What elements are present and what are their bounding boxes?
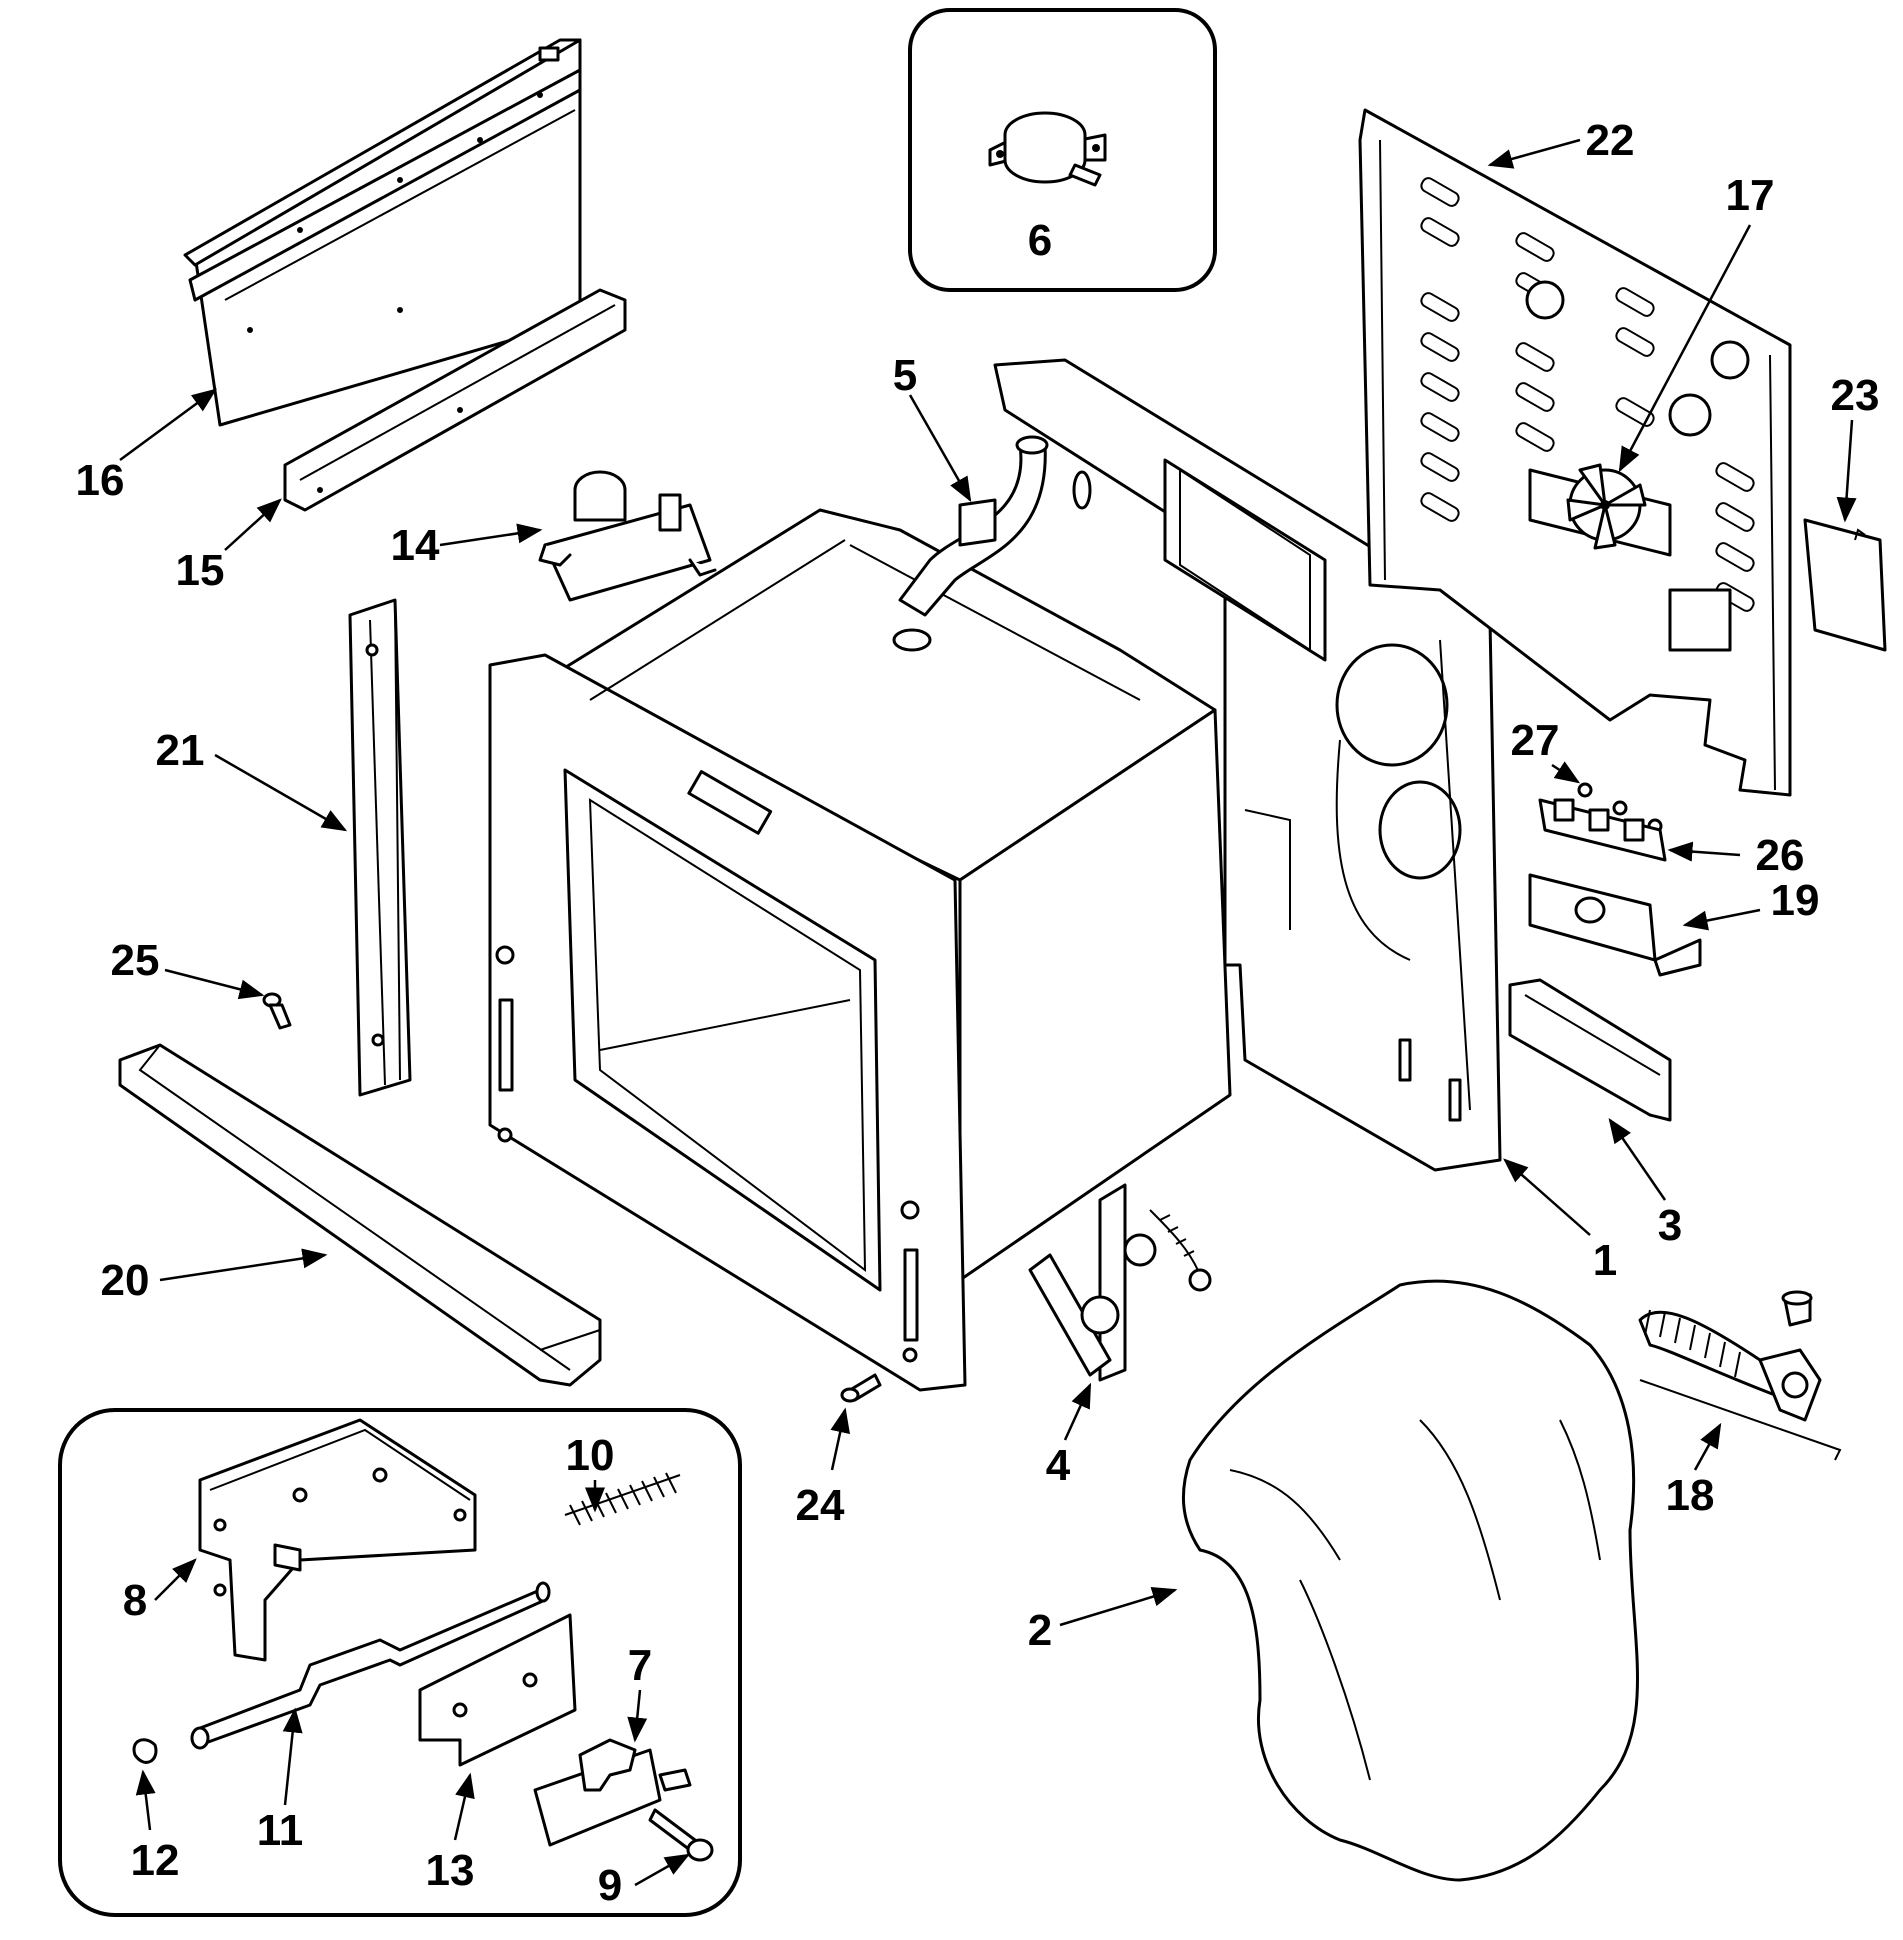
part-11-latch-rod[interactable] bbox=[190, 1581, 551, 1750]
callout-20: 20 bbox=[101, 1256, 150, 1305]
part-26-terminal-block[interactable] bbox=[1538, 798, 1667, 862]
part-13-insulator[interactable] bbox=[418, 1613, 577, 1767]
part-3-rail[interactable] bbox=[1508, 978, 1672, 1122]
part-4-door-hinge[interactable] bbox=[1028, 1183, 1212, 1382]
callout-25: 25 bbox=[111, 936, 160, 985]
callout-5: 5 bbox=[893, 351, 917, 400]
callout-labels: 16 15 14 5 22 17 23 21 25 20 27 26 19 3 … bbox=[76, 116, 1880, 1655]
part-17-convection-fan[interactable] bbox=[1528, 463, 1672, 557]
callout-17: 17 bbox=[1726, 171, 1775, 220]
callout-6: 6 bbox=[1028, 216, 1052, 265]
part-9-screw[interactable] bbox=[648, 1808, 714, 1862]
callout-13: 13 bbox=[426, 1846, 475, 1895]
part-16-control-panel-bracket[interactable] bbox=[183, 38, 582, 427]
callout-18: 18 bbox=[1666, 1471, 1715, 1520]
callout-14: 14 bbox=[391, 521, 440, 570]
callout-23: 23 bbox=[1831, 371, 1880, 420]
thermal-switch-6[interactable] bbox=[988, 111, 1107, 187]
callout-8: 8 bbox=[123, 1576, 147, 1625]
part-24-screw[interactable] bbox=[840, 1373, 882, 1403]
callout-10: 10 bbox=[566, 1431, 615, 1480]
callout-16: 16 bbox=[76, 456, 125, 505]
callout-11: 11 bbox=[257, 1806, 304, 1855]
callout-2: 2 bbox=[1028, 1606, 1052, 1655]
part-23-cover-plate[interactable] bbox=[1803, 518, 1887, 652]
part-20-bottom-trim[interactable] bbox=[118, 1043, 602, 1387]
callout-15: 15 bbox=[176, 546, 225, 595]
inset-door-latch-assembly: 8 10 11 12 13 7 9 bbox=[58, 1408, 742, 1917]
callout-21: 21 bbox=[156, 726, 205, 775]
callout-27: 27 bbox=[1511, 716, 1560, 765]
part-15-channel[interactable] bbox=[283, 288, 627, 512]
part-12-clip[interactable] bbox=[132, 1738, 158, 1764]
callout-3: 3 bbox=[1658, 1201, 1682, 1250]
callout-26: 26 bbox=[1756, 831, 1805, 880]
inset-part-6: 6 bbox=[908, 8, 1217, 292]
part-7-micro-switch[interactable] bbox=[533, 1738, 692, 1847]
callout-1: 1 bbox=[1593, 1236, 1617, 1285]
callout-19: 19 bbox=[1771, 876, 1820, 925]
callout-12: 12 bbox=[131, 1836, 180, 1885]
part-25-screw[interactable] bbox=[262, 992, 292, 1030]
part-14-door-lock-switch[interactable] bbox=[538, 470, 717, 602]
part-2-insulation[interactable] bbox=[1181, 1279, 1639, 1882]
callout-4: 4 bbox=[1046, 1441, 1071, 1490]
part-8-latch-bracket[interactable] bbox=[198, 1418, 477, 1662]
callout-7: 7 bbox=[628, 1641, 652, 1690]
part-21-side-trim[interactable] bbox=[348, 598, 412, 1097]
part-5-vent-tube[interactable] bbox=[892, 435, 1049, 652]
part-19-bracket[interactable] bbox=[1528, 873, 1702, 977]
callout-24: 24 bbox=[796, 1481, 845, 1530]
callout-9: 9 bbox=[598, 1861, 622, 1910]
part-22-back-panel[interactable] bbox=[1358, 108, 1792, 797]
part-18-igniter[interactable] bbox=[1638, 1290, 1842, 1461]
oven-cavity[interactable] bbox=[488, 508, 1232, 1392]
callout-22: 22 bbox=[1586, 116, 1635, 165]
